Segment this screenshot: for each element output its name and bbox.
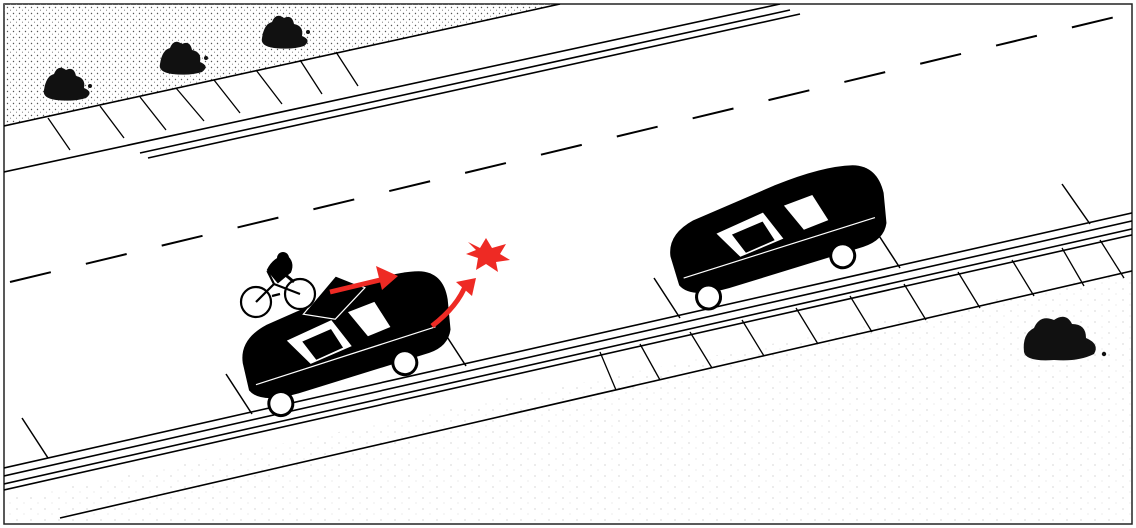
road-scene-illustration [0, 0, 1136, 528]
